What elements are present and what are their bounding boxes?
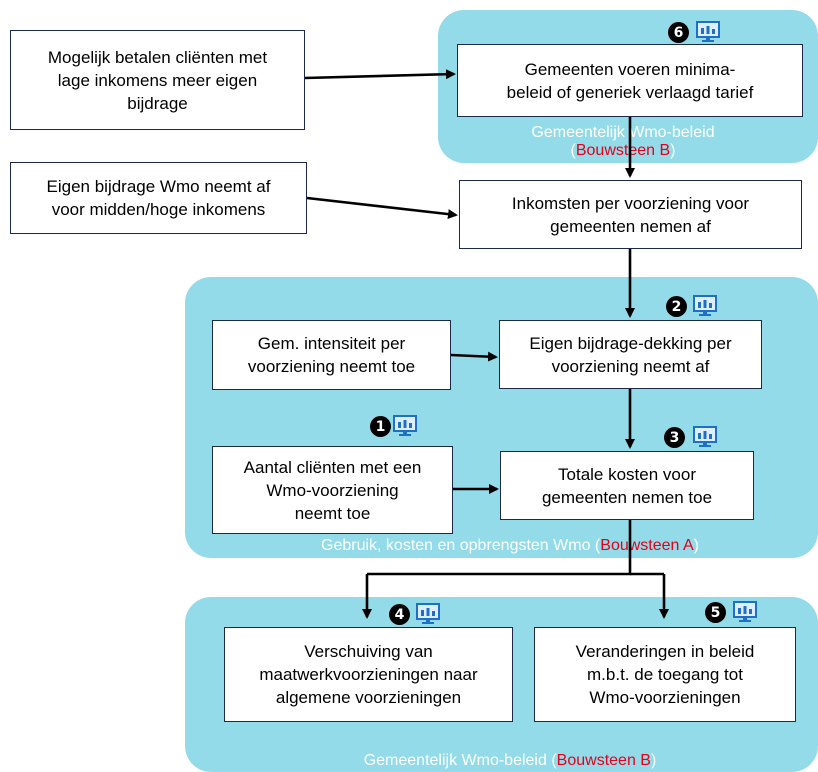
region-middle-label-text: Gebruik, kosten en opbrengsten Wmo: [321, 537, 591, 554]
box-eigen-bijdrage-afname-text: Eigen bijdrage Wmo neemt af voor midden/…: [46, 177, 271, 219]
box-totale-kosten-text: Totale kosten voor gemeenten nemen toe: [541, 464, 713, 507]
box-veranderingen: Veranderingen in beleid m.b.t. de toegan…: [534, 627, 796, 722]
region-middle-label-open: (: [590, 537, 601, 554]
arrow-eigen-bijdrage-to-inkomsten: [306, 196, 458, 220]
box-inkomsten: Inkomsten per voorziening voor gemeenten…: [459, 180, 802, 249]
badge-3: 3: [664, 427, 685, 448]
region-bottom-label-open: (: [546, 752, 557, 769]
box-minimabeleid-text: Gemeenten voeren minima- beleid of gener…: [506, 59, 754, 102]
box-dekking-text: Eigen bijdrage-dekking per voorziening n…: [529, 333, 732, 376]
box-veranderingen-text: Veranderingen in beleid m.b.t. de toegan…: [575, 642, 755, 707]
box-intensiteit-text: Gem. intensiteit per voorziening neemt t…: [247, 334, 416, 376]
box-aantal-clienten-text: Aantal cliënten met een Wmo-voorziening …: [243, 457, 422, 523]
region-top-label-close: ): [670, 142, 676, 159]
badge-2: 2: [666, 296, 687, 317]
badge-5: 5: [705, 602, 726, 623]
box-verschuiving-text: Verschuiving van maatwerkvoorzieningen n…: [259, 642, 478, 707]
monitor-chart-icon[interactable]: [416, 603, 440, 625]
box-lage-inkomens: Mogelijk betalen cliënten met lage inkom…: [10, 30, 305, 130]
region-bottom-label-text: Gemeentelijk Wmo-beleid: [363, 752, 547, 769]
region-top-label: Gemeentelijk Wmo-beleid (Bouwsteen B): [478, 124, 768, 160]
box-minimabeleid: Gemeenten voeren minima- beleid of gener…: [457, 44, 803, 117]
region-middle-label-bouwsteen: Bouwsteen A: [600, 537, 694, 554]
region-middle-label: Gebruik, kosten en opbrengsten Wmo (Bouw…: [210, 537, 810, 555]
region-middle-label-close: ): [693, 537, 699, 554]
box-eigen-bijdrage-afname: Eigen bijdrage Wmo neemt af voor midden/…: [10, 162, 307, 234]
region-bottom-label-bouwsteen: Bouwsteen B: [556, 752, 651, 769]
box-dekking: Eigen bijdrage-dekking per voorziening n…: [499, 320, 762, 389]
region-top-label-open: (: [570, 142, 576, 159]
badge-1: 1: [370, 416, 391, 437]
box-verschuiving: Verschuiving van maatwerkvoorzieningen n…: [224, 627, 513, 722]
region-bottom-label-close: ): [650, 752, 657, 769]
badge-4: 4: [389, 604, 410, 625]
box-intensiteit: Gem. intensiteit per voorziening neemt t…: [212, 320, 451, 390]
badge-6: 6: [668, 22, 689, 43]
region-bottom-label: Gemeentelijk Wmo-beleid (Bouwsteen B): [300, 752, 720, 770]
region-top-label-bouwsteen: Bouwsteen B: [575, 142, 671, 159]
monitor-chart-icon[interactable]: [733, 601, 757, 623]
box-aantal-clienten: Aantal cliënten met een Wmo-voorziening …: [212, 446, 453, 534]
region-top-label-text: Gemeentelijk Wmo-beleid: [531, 124, 715, 141]
box-inkomsten-text: Inkomsten per voorziening voor gemeenten…: [511, 193, 750, 236]
monitor-chart-icon[interactable]: [393, 415, 417, 437]
monitor-chart-icon[interactable]: [696, 21, 720, 43]
arrow-lage-inkomens-to-minimabeleid: [304, 69, 456, 80]
monitor-chart-icon[interactable]: [693, 426, 717, 448]
box-totale-kosten: Totale kosten voor gemeenten nemen toe: [500, 451, 754, 520]
arrow-intensiteit-to-dekking: [450, 351, 498, 362]
monitor-chart-icon[interactable]: [693, 295, 717, 317]
box-lage-inkomens-text: Mogelijk betalen cliënten met lage inkom…: [47, 47, 268, 113]
